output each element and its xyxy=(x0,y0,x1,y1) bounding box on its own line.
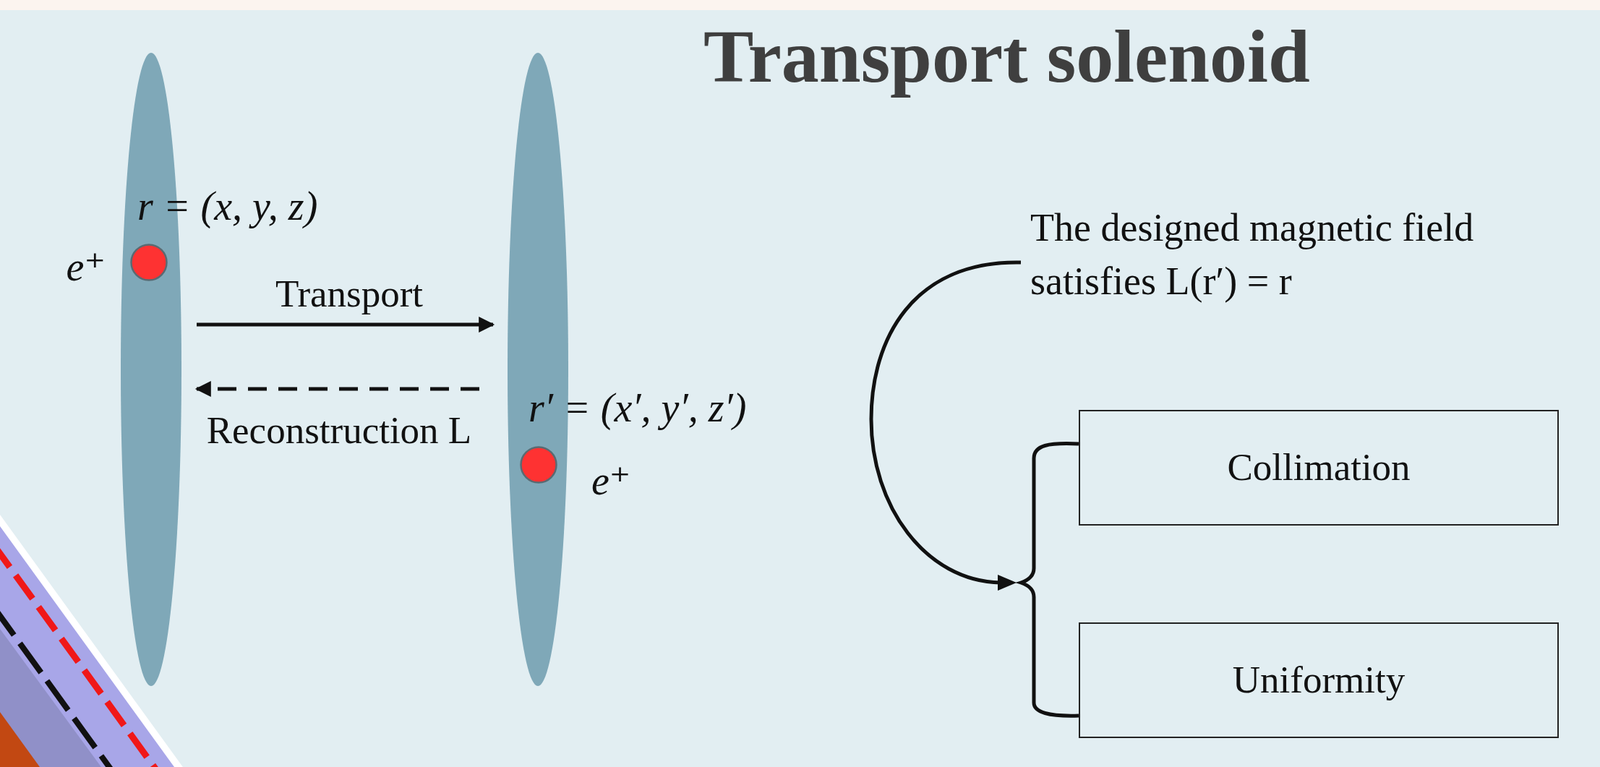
particle-label: e⁺ xyxy=(66,242,106,292)
box-label: Uniformity xyxy=(1232,657,1405,704)
dot-fill xyxy=(521,447,557,483)
top-bar xyxy=(0,0,1600,11)
positron-dot: e⁺ xyxy=(519,446,558,484)
box-label: Collimation xyxy=(1226,444,1410,491)
black-dashes xyxy=(0,605,131,767)
positron-circle xyxy=(130,243,168,282)
slide-title: Transport solenoid xyxy=(703,11,1311,102)
process-box: Collimation xyxy=(1078,409,1559,526)
arrow-head xyxy=(997,574,1017,591)
positron-circle xyxy=(519,446,558,484)
plane-fill xyxy=(120,52,182,687)
curved-arrow xyxy=(871,262,1021,583)
detector-plane: r′ = (x′, y′, z′)e⁺ xyxy=(507,52,569,687)
detector-plane: r = (x, y, z)e⁺ xyxy=(120,52,182,687)
edge-label: Transport xyxy=(197,266,502,321)
purple-band xyxy=(0,629,102,767)
particle-label: e⁺ xyxy=(591,456,631,506)
position-label: r′ = (x′, y′, z′) xyxy=(528,383,747,433)
orange-band xyxy=(0,712,40,767)
plane-ellipse xyxy=(507,52,569,687)
plane-fill xyxy=(507,52,569,687)
dashed-arrow xyxy=(196,387,480,392)
solid-arrow xyxy=(196,323,494,327)
positron-dot: e⁺ xyxy=(130,243,168,282)
dot-fill xyxy=(131,245,168,281)
edge-label: Reconstruction L xyxy=(187,403,491,457)
brace xyxy=(1020,443,1079,717)
process-box: Uniformity xyxy=(1078,622,1559,739)
position-label: r = (x, y, z) xyxy=(137,182,318,231)
annotation-note: The designed magnetic field satisfies L(… xyxy=(1030,200,1566,308)
plane-ellipse xyxy=(120,52,182,687)
